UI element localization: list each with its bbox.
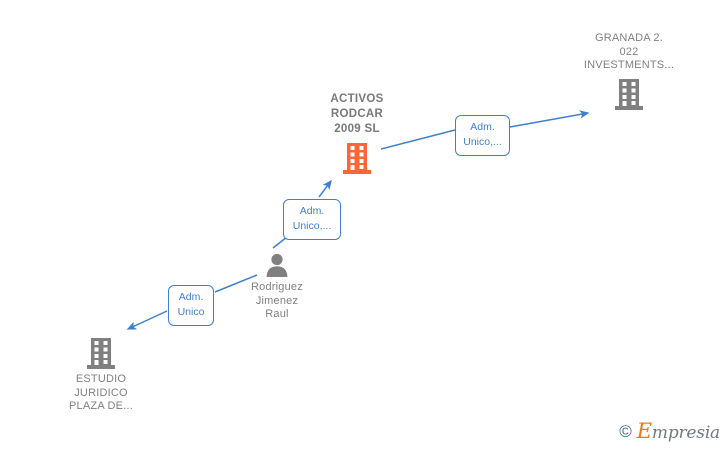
edge-label-activos-granada[interactable]: Adm. Unico,...: [455, 115, 510, 156]
watermark-initial: E: [636, 419, 652, 443]
building-icon: [615, 78, 643, 110]
edge-rodriguez-estudio[interactable]: [126, 274, 258, 330]
building-icon: [87, 338, 115, 369]
building-icon: [343, 143, 371, 174]
watermark-rest: mpresia: [651, 423, 720, 443]
node-granada-investments[interactable]: GRANADA 2. 022 INVESTMENTS...: [569, 32, 689, 111]
copyright-icon: ©: [619, 422, 632, 441]
edge-label-rodriguez-activos[interactable]: Adm. Unico,...: [283, 199, 341, 240]
watermark-label: Empresia: [637, 421, 720, 442]
node-label-rodriguez-jimenez-raul: Rodriguez Jimenez Raul: [251, 281, 303, 320]
node-rodriguez-jimenez-raul[interactable]: Rodriguez Jimenez Raul: [217, 252, 337, 322]
node-label-granada-investments: GRANADA 2. 022 INVESTMENTS...: [583, 32, 675, 71]
node-activos-rodcar[interactable]: ACTIVOS RODCAR 2009 SL: [297, 92, 417, 175]
empresia-watermark: © Empresia: [619, 421, 720, 442]
node-label-estudio-juridico: ESTUDIO JURIDICO PLAZA DE...: [69, 373, 133, 412]
person-icon: [266, 253, 288, 277]
edge-activos-granada[interactable]: [380, 110, 590, 150]
edge-label-rodriguez-estudio[interactable]: Adm. Unico: [168, 285, 214, 326]
node-label-activos-rodcar: ACTIVOS RODCAR 2009 SL: [330, 93, 384, 135]
node-estudio-juridico[interactable]: ESTUDIO JURIDICO PLAZA DE...: [41, 336, 161, 414]
